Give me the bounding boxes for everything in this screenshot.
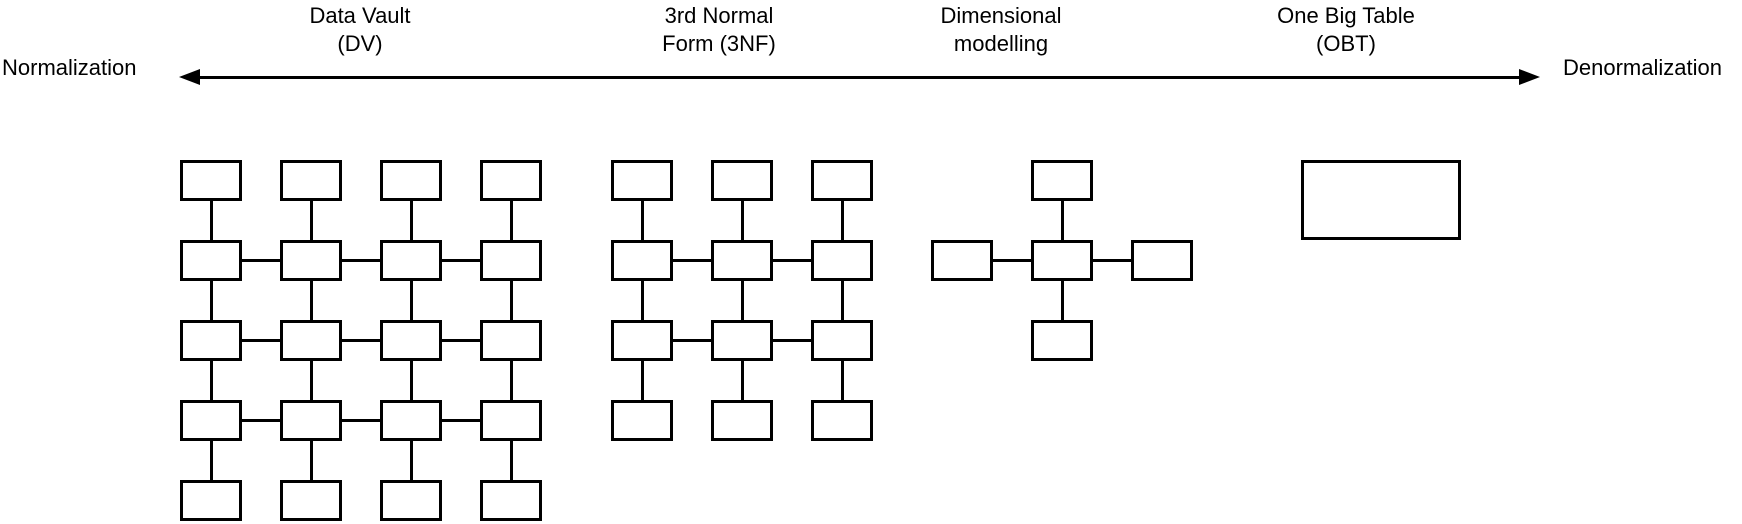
data-vault-connector <box>342 419 380 422</box>
data-vault-box <box>480 320 542 361</box>
data-vault-box <box>180 160 242 201</box>
data-vault-box <box>280 160 342 201</box>
data-vault-connector <box>409 361 413 400</box>
arrow-right-head-icon <box>1519 69 1540 85</box>
data-vault-connector <box>509 281 513 320</box>
dimensional-modelling-box <box>1031 160 1093 201</box>
arrow-left-head-icon <box>179 69 200 85</box>
third-normal-form-box <box>711 320 773 361</box>
dimensional-modelling-connector <box>1060 281 1064 320</box>
third-normal-form-connector <box>840 281 844 320</box>
data-vault-box <box>280 240 342 281</box>
data-vault-connector <box>442 419 480 422</box>
third-normal-form-connector <box>773 259 811 262</box>
third-normal-form-box <box>611 400 673 441</box>
third-normal-form-connector <box>640 201 644 240</box>
data-vault-connector <box>242 419 280 422</box>
data-vault-connector <box>309 441 313 480</box>
third-normal-form-box <box>711 400 773 441</box>
dimensional-modelling-connector <box>1093 259 1131 262</box>
third-normal-form-box <box>611 240 673 281</box>
third-normal-form-box <box>711 240 773 281</box>
denormalization-label: Denormalization <box>1563 55 1722 80</box>
third-normal-form-box <box>611 160 673 201</box>
third-normal-form-box <box>811 160 873 201</box>
data-vault-connector <box>442 339 480 342</box>
data-vault-box <box>180 400 242 441</box>
dimensional-modelling-connector <box>993 259 1031 262</box>
third-normal-form-box <box>811 320 873 361</box>
data-vault-box <box>180 240 242 281</box>
third-normal-form-connector <box>840 361 844 400</box>
third-normal-form-connector <box>673 259 711 262</box>
data-vault-connector <box>409 201 413 240</box>
data-vault-box <box>180 480 242 521</box>
data-vault-connector <box>442 259 480 262</box>
third-normal-form-box <box>811 400 873 441</box>
data-vault-box <box>280 320 342 361</box>
data-vault-connector <box>509 361 513 400</box>
data-vault-connector <box>342 259 380 262</box>
data-vault-connector <box>209 281 213 320</box>
data-vault-connector <box>209 441 213 480</box>
third-normal-form-box <box>611 320 673 361</box>
third-normal-form-connector <box>640 361 644 400</box>
normalization-label: Normalization <box>2 55 137 80</box>
third-normal-form-connector <box>740 281 744 320</box>
third-normal-form-connector <box>740 361 744 400</box>
dimensional-modelling-box <box>1031 320 1093 361</box>
dimensional-modelling-box <box>1131 240 1193 281</box>
third-normal-form-connector <box>740 201 744 240</box>
data-vault-connector <box>209 201 213 240</box>
third-normal-form-box <box>811 240 873 281</box>
data-vault-box <box>480 160 542 201</box>
data-vault-box <box>380 400 442 441</box>
label-dimensional-modelling: Dimensional modelling <box>940 3 1062 56</box>
dimensional-modelling-connector <box>1060 201 1064 240</box>
data-vault-box <box>380 480 442 521</box>
data-vault-connector <box>309 201 313 240</box>
data-vault-box <box>380 320 442 361</box>
dimensional-modelling-box <box>1031 240 1093 281</box>
dimensional-modelling-box <box>931 240 993 281</box>
data-vault-connector <box>309 361 313 400</box>
label-one-big-table: One Big Table (OBT) <box>1277 3 1415 56</box>
data-vault-box <box>480 480 542 521</box>
data-vault-box <box>380 160 442 201</box>
data-vault-box <box>480 400 542 441</box>
data-vault-box <box>380 240 442 281</box>
arrow-line <box>197 75 1523 79</box>
third-normal-form-connector <box>673 339 711 342</box>
third-normal-form-connector <box>773 339 811 342</box>
data-vault-box <box>480 240 542 281</box>
data-vault-connector <box>342 339 380 342</box>
third-normal-form-connector <box>640 281 644 320</box>
label-3nf: 3rd Normal Form (3NF) <box>662 3 776 56</box>
data-vault-connector <box>409 281 413 320</box>
one-big-table-box <box>1301 160 1461 240</box>
data-vault-connector <box>309 281 313 320</box>
data-vault-connector <box>209 361 213 400</box>
label-data-vault: Data Vault (DV) <box>309 3 411 56</box>
third-normal-form-connector <box>840 201 844 240</box>
data-vault-box <box>180 320 242 361</box>
data-vault-box <box>280 480 342 521</box>
third-normal-form-box <box>711 160 773 201</box>
data-vault-connector <box>509 441 513 480</box>
data-vault-connector <box>242 259 280 262</box>
data-vault-connector <box>242 339 280 342</box>
data-vault-connector <box>409 441 413 480</box>
data-vault-connector <box>509 201 513 240</box>
data-vault-box <box>280 400 342 441</box>
